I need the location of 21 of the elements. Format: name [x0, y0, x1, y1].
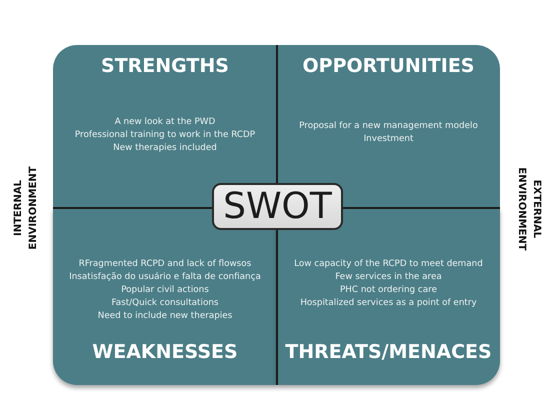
item-text: PHC not ordering care — [340, 285, 437, 295]
item-text: Few services in the area — [335, 272, 442, 282]
side-label: INTERNAL ENVIRONMENT — [12, 166, 40, 250]
item-text: Proposal for a new management modelo — [299, 121, 478, 131]
item-text: Professional training to work in the RCDP — [74, 130, 256, 140]
item-text: Low capacity of the RCPD to meet demand — [294, 259, 483, 269]
item-text: New therapies included — [113, 143, 217, 153]
center-title-box: SWOT — [212, 183, 343, 230]
item-text: A new look at the PWD — [114, 117, 216, 127]
item-text: Popular civil actions — [121, 285, 209, 295]
quadrant-heading: OPPORTUNITIES — [302, 55, 474, 77]
quadrant-heading: WEAKNESSES — [92, 341, 238, 363]
item-text: Investment — [364, 134, 414, 144]
item-text: Need to include new therapies — [98, 311, 232, 321]
item-text: RFragmented RCPD and lack of flowsos — [78, 259, 252, 269]
item-text: Hospitalized services as a point of entry — [300, 298, 477, 308]
quadrant-heading: STRENGTHS — [101, 55, 229, 77]
side-label: EXTERNAL ENVIRONMENT — [515, 167, 543, 251]
item-text: Insatisfação do usuário e falta de confiança — [69, 272, 261, 282]
item-text: Fast/Quick consultations — [112, 298, 218, 308]
quadrant-heading: THREATS/MENACES — [285, 341, 492, 363]
